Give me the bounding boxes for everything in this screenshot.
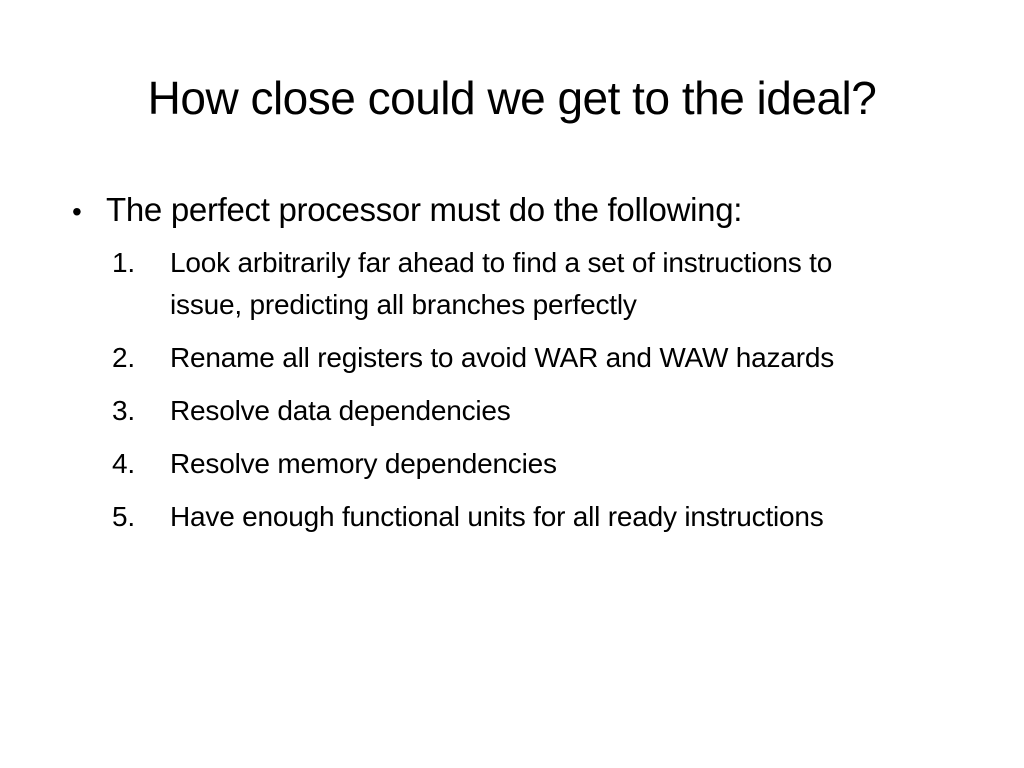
list-item-text: Have enough functional units for all rea… (170, 501, 824, 532)
bullet-item: • The perfect processor must do the foll… (68, 186, 968, 236)
bullet-text: The perfect processor must do the follow… (106, 191, 743, 228)
numbered-list: 1. Look arbitrarily far ahead to find a … (68, 242, 968, 538)
bullet-mark: • (72, 196, 82, 227)
list-item-text: Rename all registers to avoid WAR and WA… (170, 342, 835, 373)
list-item-text: Look arbitrarily far ahead to find a set… (170, 247, 833, 320)
list-item-number: 4. (112, 448, 135, 479)
list-item-number: 2. (112, 342, 135, 373)
list-item-number: 3. (112, 395, 135, 426)
list-item: 4. Resolve memory dependencies (112, 443, 968, 485)
list-item-text: Resolve memory dependencies (170, 448, 557, 479)
slide-content: • The perfect processor must do the foll… (68, 186, 968, 549)
list-item: 3. Resolve data dependencies (112, 390, 968, 432)
list-item: 2. Rename all registers to avoid WAR and… (112, 337, 968, 379)
list-item-number: 1. (112, 247, 135, 278)
list-item-text: Resolve data dependencies (170, 395, 511, 426)
list-item: 5. Have enough functional units for all … (112, 496, 968, 538)
slide-title: How close could we get to the ideal? (147, 72, 877, 124)
list-item: 1. Look arbitrarily far ahead to find a … (112, 242, 968, 326)
list-item-number: 5. (112, 501, 135, 532)
